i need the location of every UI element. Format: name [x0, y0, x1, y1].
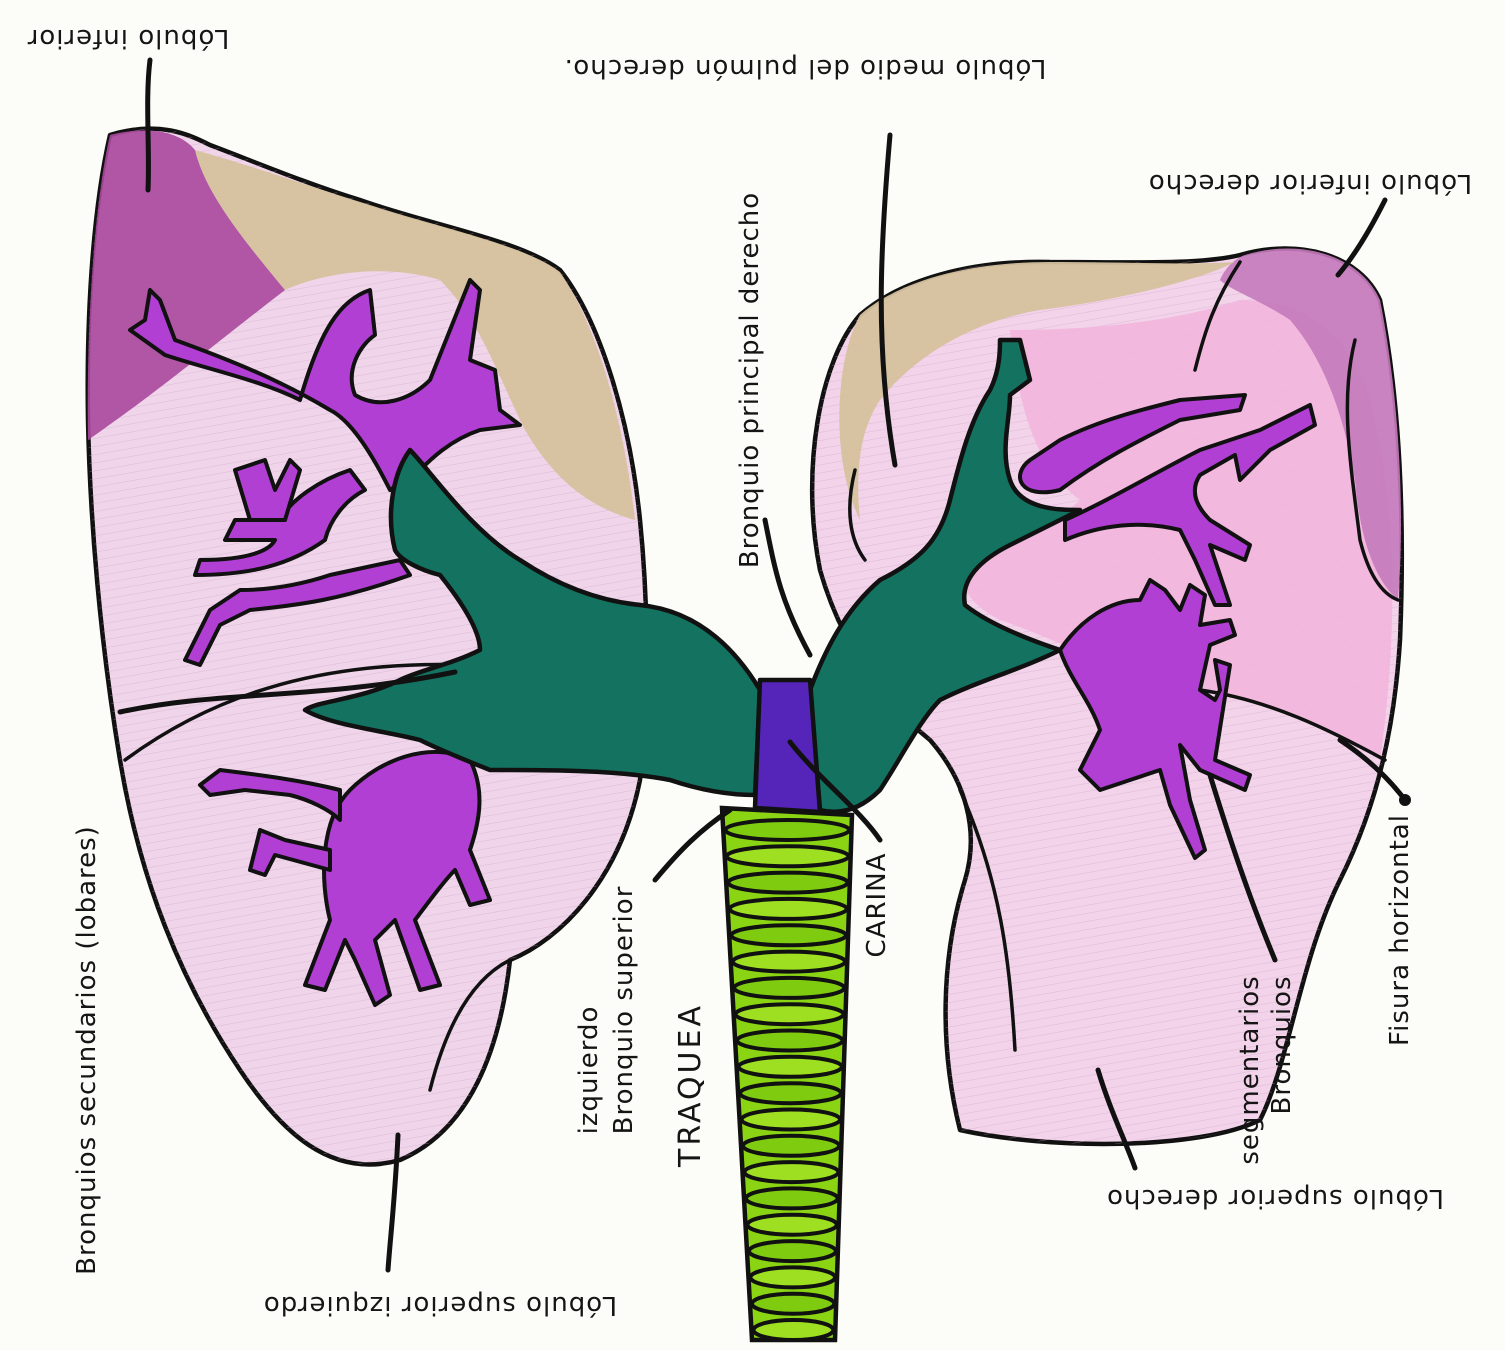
trachea-ring: [743, 1136, 839, 1156]
trachea-ring: [739, 1057, 842, 1077]
leader-lobulo-inferior: [148, 60, 150, 190]
label-bronquio-superior-izq-2: izquierdo: [574, 1006, 604, 1135]
trachea-ring: [754, 1320, 834, 1340]
label-bronquio-superior-izq-1: Bronquio superior: [609, 886, 639, 1135]
trachea-ring: [734, 978, 844, 998]
label-bronquios-segmentarios-1: Bronquios: [1267, 976, 1297, 1115]
trachea-ring: [742, 1110, 840, 1130]
trachea-ring: [746, 1188, 838, 1208]
trachea-ring: [745, 1162, 839, 1182]
leader-lobulo-inferior-derecho: [1338, 200, 1385, 275]
trachea-ring: [736, 1004, 844, 1024]
label-bronquios-secundarios: Bronquios secundarios (lobares): [72, 825, 102, 1275]
label-lobulo-inferior-derecho: Lóbulo inferior derecho: [1148, 168, 1472, 198]
trachea-ring: [737, 1031, 842, 1051]
trachea-ring: [750, 1267, 835, 1287]
label-fisura-horizontal: Fisura horizontal: [1385, 814, 1415, 1046]
trachea-ring: [731, 925, 846, 945]
label-lobulo-inferior: Lóbulo inferior: [27, 23, 230, 53]
trachea-ring: [748, 1215, 837, 1235]
trachea-ring: [749, 1241, 836, 1261]
label-lobulo-superior-derecho: Lóbulo superior derecho: [1106, 1183, 1444, 1213]
trachea-ring: [740, 1083, 841, 1103]
trachea-ring: [752, 1294, 834, 1314]
leader-bronquio-superior-izquierdo: [655, 810, 730, 880]
label-traquea: TRAQUEA: [673, 1003, 708, 1168]
label-bronquios-segmentarios-2: segmentarios: [1235, 975, 1265, 1164]
label-lobulo-superior-izquierdo: Lóbulo superior izquierdo: [263, 1290, 617, 1320]
trachea-ring: [727, 846, 849, 866]
trachea-ring: [725, 820, 849, 840]
label-carina: CARINA: [862, 853, 892, 958]
carina-shape: [755, 680, 820, 812]
trachea-ring: [733, 952, 845, 972]
trachea-ring: [730, 899, 847, 919]
trachea: [722, 808, 852, 1340]
trachea-ring: [728, 873, 847, 893]
label-lobulo-medio: Lóbulo medio del pulmón derecho.: [564, 53, 1047, 83]
leader-fisura-dot: [1399, 794, 1411, 806]
label-bronquio-principal-derecho: Bronquio principal derecho: [735, 192, 765, 568]
leader-bronquio-principal-derecho: [765, 520, 810, 655]
